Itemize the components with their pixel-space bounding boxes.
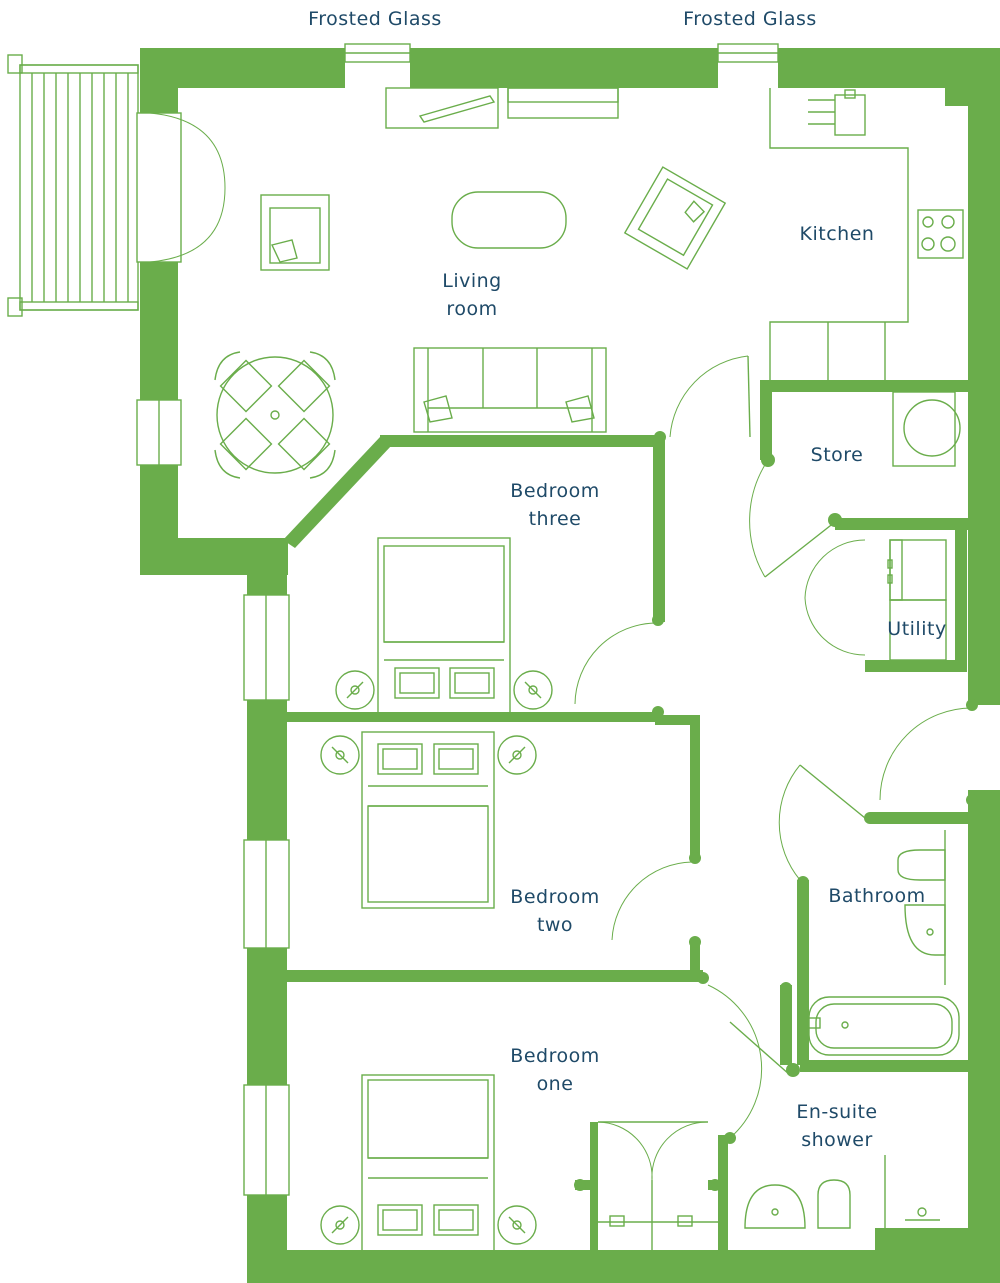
store-label: Store	[811, 444, 864, 466]
store-utility-fittings	[887, 391, 961, 661]
living-furniture	[214, 87, 727, 479]
doors	[136, 112, 973, 1181]
windows	[136, 43, 779, 1196]
bathroom-label: Bathroom	[828, 885, 925, 907]
ensuite-fittings	[744, 1155, 940, 1229]
bedroom-three-furniture	[335, 537, 553, 715]
bedroom-one-furniture	[320, 1074, 718, 1252]
frosted-glass-label-right: Frosted Glass	[683, 8, 817, 30]
bedroom-one-label-line1: Bedroom	[510, 1045, 599, 1067]
living-room-label-line1: Living	[442, 270, 502, 292]
kitchen-units	[769, 88, 964, 380]
frosted-glass-label-left: Frosted Glass	[308, 8, 442, 30]
ensuite-label-line1: En-suite	[796, 1101, 877, 1123]
bedroom-two-label-line1: Bedroom	[510, 886, 599, 908]
bedroom-one-label-line2: one	[537, 1073, 574, 1095]
labels: Frosted Glass Frosted Glass Living room …	[308, 8, 946, 1151]
bedroom-three-label-line1: Bedroom	[510, 480, 599, 502]
bedroom-two-furniture	[320, 731, 537, 909]
living-room-label-line2: room	[446, 298, 497, 320]
walls	[140, 48, 1000, 1283]
balcony	[7, 54, 139, 317]
utility-label: Utility	[887, 618, 946, 640]
bedroom-two-label-line2: two	[537, 914, 573, 936]
bedroom-three-label-line2: three	[529, 508, 582, 530]
bathroom-fittings	[807, 830, 960, 1056]
ensuite-label-line2: shower	[801, 1129, 873, 1151]
kitchen-label: Kitchen	[800, 223, 875, 245]
